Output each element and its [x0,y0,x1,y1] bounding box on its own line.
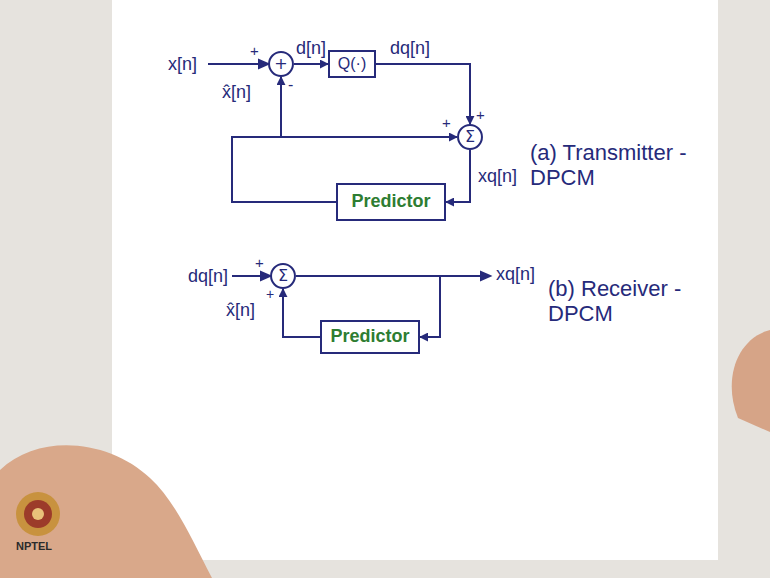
sign-mark: - [288,76,293,94]
junction-symbol: Σ [465,128,475,146]
sign-mark: + [442,114,451,131]
predictor-box: Predictor [336,183,446,221]
sign-mark: + [255,254,264,271]
box-label: Predictor [330,327,409,347]
signal-name: d[n] [296,38,326,59]
sign-mark: + [266,286,274,302]
junction-symbol: + [274,55,287,73]
hand [732,330,770,432]
signal-name: dq[n] [390,38,430,59]
paper-sheet [112,0,718,560]
section-title: (b) Receiver -DPCM [548,276,693,327]
summing-junction: Σ [457,124,483,150]
signal-connector [294,63,328,65]
sign-mark: + [476,106,485,123]
summing-junction: Σ [270,263,296,289]
watermark-logo: NPTEL [16,540,52,553]
signal-name: dq[n] [188,266,228,287]
sign-mark: + [250,42,259,59]
signal-connector [283,289,320,337]
signal-name: xq[n] [478,166,517,187]
signal-name: xq[n] [496,264,535,285]
signal-name: x̂[n] [226,300,255,321]
section-title: (a) Transmitter -DPCM [530,140,708,191]
quantizer-box: Q(·) [328,50,376,78]
signal-connector [376,64,470,124]
junction-symbol: Σ [278,267,288,285]
box-label: Q(·) [338,55,366,73]
logo-emblem [16,492,60,536]
signal-name: x[n] [168,54,197,75]
box-label: Predictor [351,192,430,212]
predictor-box: Predictor [320,320,420,354]
signal-wire [208,60,490,280]
hand [0,445,212,578]
summing-junction: + [268,51,294,77]
signal-connector [446,150,470,202]
signal-name: x̂[n] [222,82,251,103]
